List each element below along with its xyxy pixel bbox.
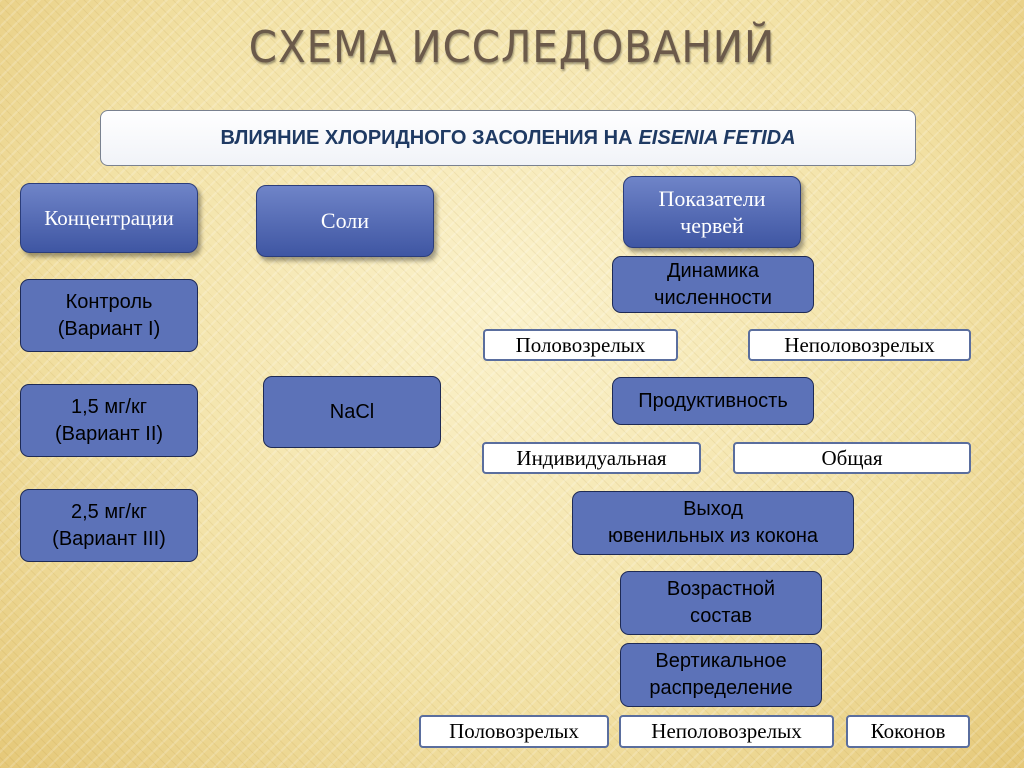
dynamics-mature: Половозрелых: [483, 329, 678, 361]
vertical-mature: Половозрелых: [419, 715, 609, 748]
page-title: СХЕМА ИССЛЕДОВАНИЙ: [248, 22, 776, 73]
banner-text: ВЛИЯНИЕ ХЛОРИДНОГО ЗАСОЛЕНИЯ НА: [220, 126, 633, 149]
vertical-cocoons: Коконов: [846, 715, 970, 748]
header-concentrations: Концентрации: [20, 183, 198, 253]
indicator-juvenile-output: Выход ювенильных из кокона: [572, 491, 854, 555]
concentration-control: Контроль (Вариант I): [20, 279, 198, 352]
concentration-1-5: 1,5 мг/кг (Вариант II): [20, 384, 198, 457]
salt-nacl: NaCl: [263, 376, 441, 448]
header-salts: Соли: [256, 185, 434, 257]
productivity-total: Общая: [733, 442, 971, 474]
vertical-immature: Неполовозрелых: [619, 715, 834, 748]
concentration-2-5: 2,5 мг/кг (Вариант III): [20, 489, 198, 562]
dynamics-immature: Неполовозрелых: [748, 329, 971, 361]
header-indicators: Показатели червей: [623, 176, 801, 248]
productivity-individual: Индивидуальная: [482, 442, 701, 474]
indicator-vertical-distribution: Вертикальное распределение: [620, 643, 822, 707]
indicator-age-structure: Возрастной состав: [620, 571, 822, 635]
banner-species: EISENIA FETIDA: [638, 126, 796, 149]
indicator-dynamics: Динамика численности: [612, 256, 814, 313]
indicator-productivity: Продуктивность: [612, 377, 814, 425]
